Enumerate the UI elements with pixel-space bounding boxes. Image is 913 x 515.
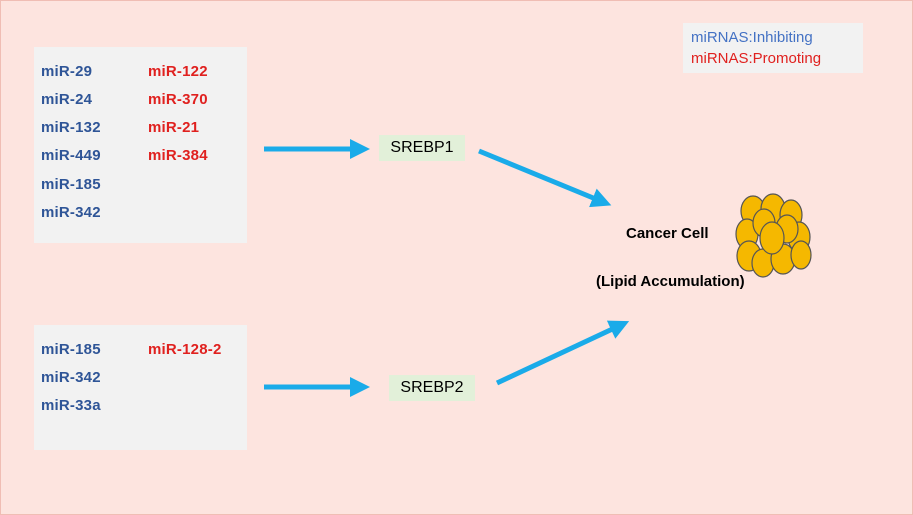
srebp1-box: SREBP1: [379, 135, 465, 161]
cancer-cell-label: Cancer Cell: [626, 225, 709, 242]
group1-inhibiting-mirna: miR-29: [41, 63, 93, 80]
group2-inhibiting-mirna: miR-185: [41, 341, 101, 358]
group2-inhibiting-mirna: miR-33a: [41, 397, 101, 414]
group1-promoting-mirna: miR-370: [148, 91, 208, 108]
group1-inhibiting-mirna: miR-342: [41, 204, 101, 221]
arrow-srebp1-to-cell: [478, 148, 612, 208]
arrow-srebp2-to-cell: [495, 320, 630, 386]
legend: miRNAS:Inhibiting miRNAS:Promoting: [683, 23, 863, 73]
group2-mirna-box: miR-185 miR-342 miR-33a miR-128-2: [34, 325, 247, 450]
group1-inhibiting-mirna: miR-24: [41, 91, 93, 108]
legend-inhibiting: miRNAS:Inhibiting: [691, 29, 813, 46]
lipid-accumulation-label: (Lipid Accumulation): [596, 273, 745, 290]
group1-promoting-mirna: miR-122: [148, 63, 208, 80]
group1-mirna-box: miR-29 miR-24 miR-132 miR-449 miR-185 mi…: [34, 47, 247, 243]
group1-promoting-mirna: miR-21: [148, 119, 200, 136]
group1-inhibiting-mirna: miR-185: [41, 176, 101, 193]
group1-inhibiting-mirna: miR-449: [41, 147, 101, 164]
srebp2-box: SREBP2: [389, 375, 475, 401]
group1-inhibiting-mirna: miR-132: [41, 119, 101, 136]
legend-promoting: miRNAS:Promoting: [691, 50, 822, 67]
group2-promoting-mirna: miR-128-2: [148, 341, 222, 358]
cancer-cell-cluster-icon: [735, 193, 812, 278]
group2-inhibiting-mirna: miR-342: [41, 369, 101, 386]
group1-promoting-mirna: miR-384: [148, 147, 208, 164]
